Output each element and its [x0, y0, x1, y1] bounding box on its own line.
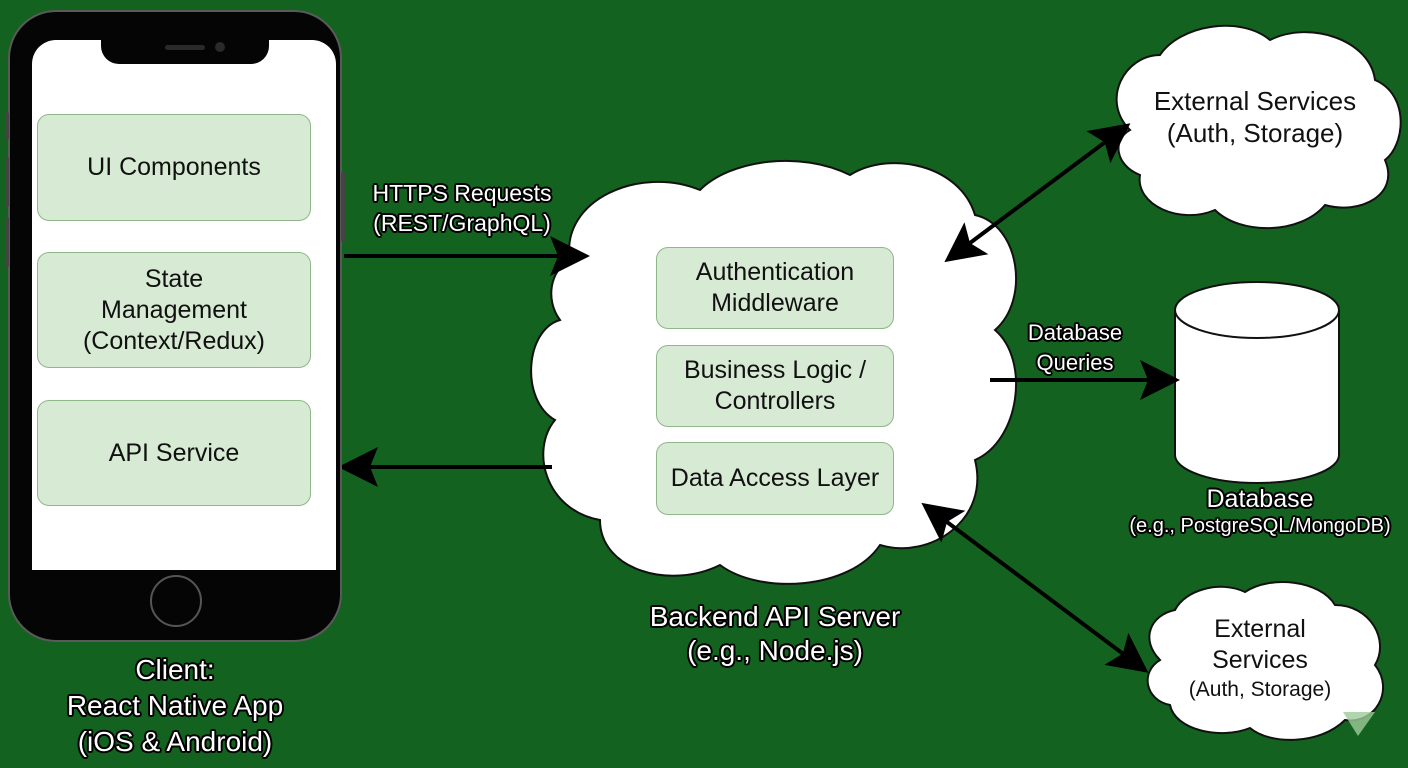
- external-services-bottom-label-line1: External: [1214, 615, 1306, 643]
- database-subtitle: (e.g., PostgreSQL/MongoDB): [1129, 515, 1391, 537]
- api-service-box: API Service: [37, 400, 311, 506]
- sparkle-watermark-icon: [1343, 712, 1375, 736]
- state-management-label-line3: (Context/Redux): [82, 326, 266, 355]
- phone-power-button: [341, 172, 345, 242]
- database-queries-label-line2: Queries: [1036, 350, 1114, 375]
- client-caption-line1: Client:: [135, 654, 215, 685]
- phone-notch: [101, 26, 269, 64]
- authentication-middleware-label-line2: Middleware: [711, 289, 839, 317]
- business-logic-box: Business Logic / Controllers: [656, 345, 894, 427]
- external-services-top-label-line2: (Auth, Storage): [1166, 118, 1344, 148]
- phone-side-button: [5, 112, 9, 140]
- phone-volume-up-button: [5, 157, 9, 207]
- business-logic-label-line2: Controllers: [714, 387, 836, 415]
- external-services-top-label: External Services (Auth, Storage): [1130, 85, 1380, 149]
- external-services-top-label-line1: External Services: [1153, 86, 1357, 116]
- authentication-middleware-label-line1: Authentication: [695, 258, 855, 286]
- database-title: Database: [1206, 485, 1314, 513]
- state-management-label-line2: Management: [101, 295, 247, 324]
- phone-volume-down-button: [5, 217, 9, 267]
- https-requests-label-line2: (REST/GraphQL): [373, 210, 551, 236]
- phone-camera-icon: [215, 42, 225, 52]
- business-logic-label-line1: Business Logic /: [683, 356, 867, 384]
- backend-caption-line1: Backend API Server: [649, 601, 901, 632]
- state-management-box: State Management (Context/Redux): [37, 252, 311, 368]
- backend-caption: Backend API Server (e.g., Node.js): [610, 600, 940, 668]
- client-caption-line3: (iOS & Android): [77, 726, 273, 757]
- state-management-label-line1: State: [144, 264, 204, 293]
- home-button[interactable]: [150, 575, 202, 627]
- external-services-bottom-cloud-shape: [1146, 581, 1385, 741]
- phone-speaker-icon: [165, 45, 205, 50]
- external-services-bottom-label-line2: Services: [1212, 646, 1308, 674]
- backend-caption-line2: (e.g., Node.js): [687, 635, 863, 666]
- client-caption: Client: React Native App (iOS & Android): [20, 652, 330, 760]
- external-services-bottom-label-line3: (Auth, Storage): [1188, 678, 1332, 701]
- external-services-bottom-label: External Services (Auth, Storage): [1160, 614, 1360, 704]
- client-caption-line2: React Native App: [66, 690, 284, 721]
- data-access-layer-box: Data Access Layer: [656, 442, 894, 515]
- database-cylinder: [1174, 281, 1340, 484]
- external-services-bottom-arrow: [921, 502, 1149, 673]
- authentication-middleware-box: Authentication Middleware: [656, 247, 894, 329]
- database-queries-label-line1: Database: [1027, 320, 1123, 345]
- external-services-top-arrow: [944, 123, 1131, 263]
- ui-components-box: UI Components: [37, 114, 311, 221]
- https-requests-label: HTTPS Requests (REST/GraphQL): [352, 178, 572, 238]
- database-caption: Database (e.g., PostgreSQL/MongoDB): [1100, 484, 1408, 538]
- external-services-top-cloud-shape: [1115, 24, 1402, 230]
- database-queries-label: Database Queries: [1005, 318, 1145, 378]
- ui-components-label: UI Components: [87, 153, 261, 181]
- api-service-label: API Service: [108, 438, 240, 467]
- data-access-layer-label: Data Access Layer: [670, 464, 880, 492]
- https-requests-label-line1: HTTPS Requests: [372, 180, 552, 206]
